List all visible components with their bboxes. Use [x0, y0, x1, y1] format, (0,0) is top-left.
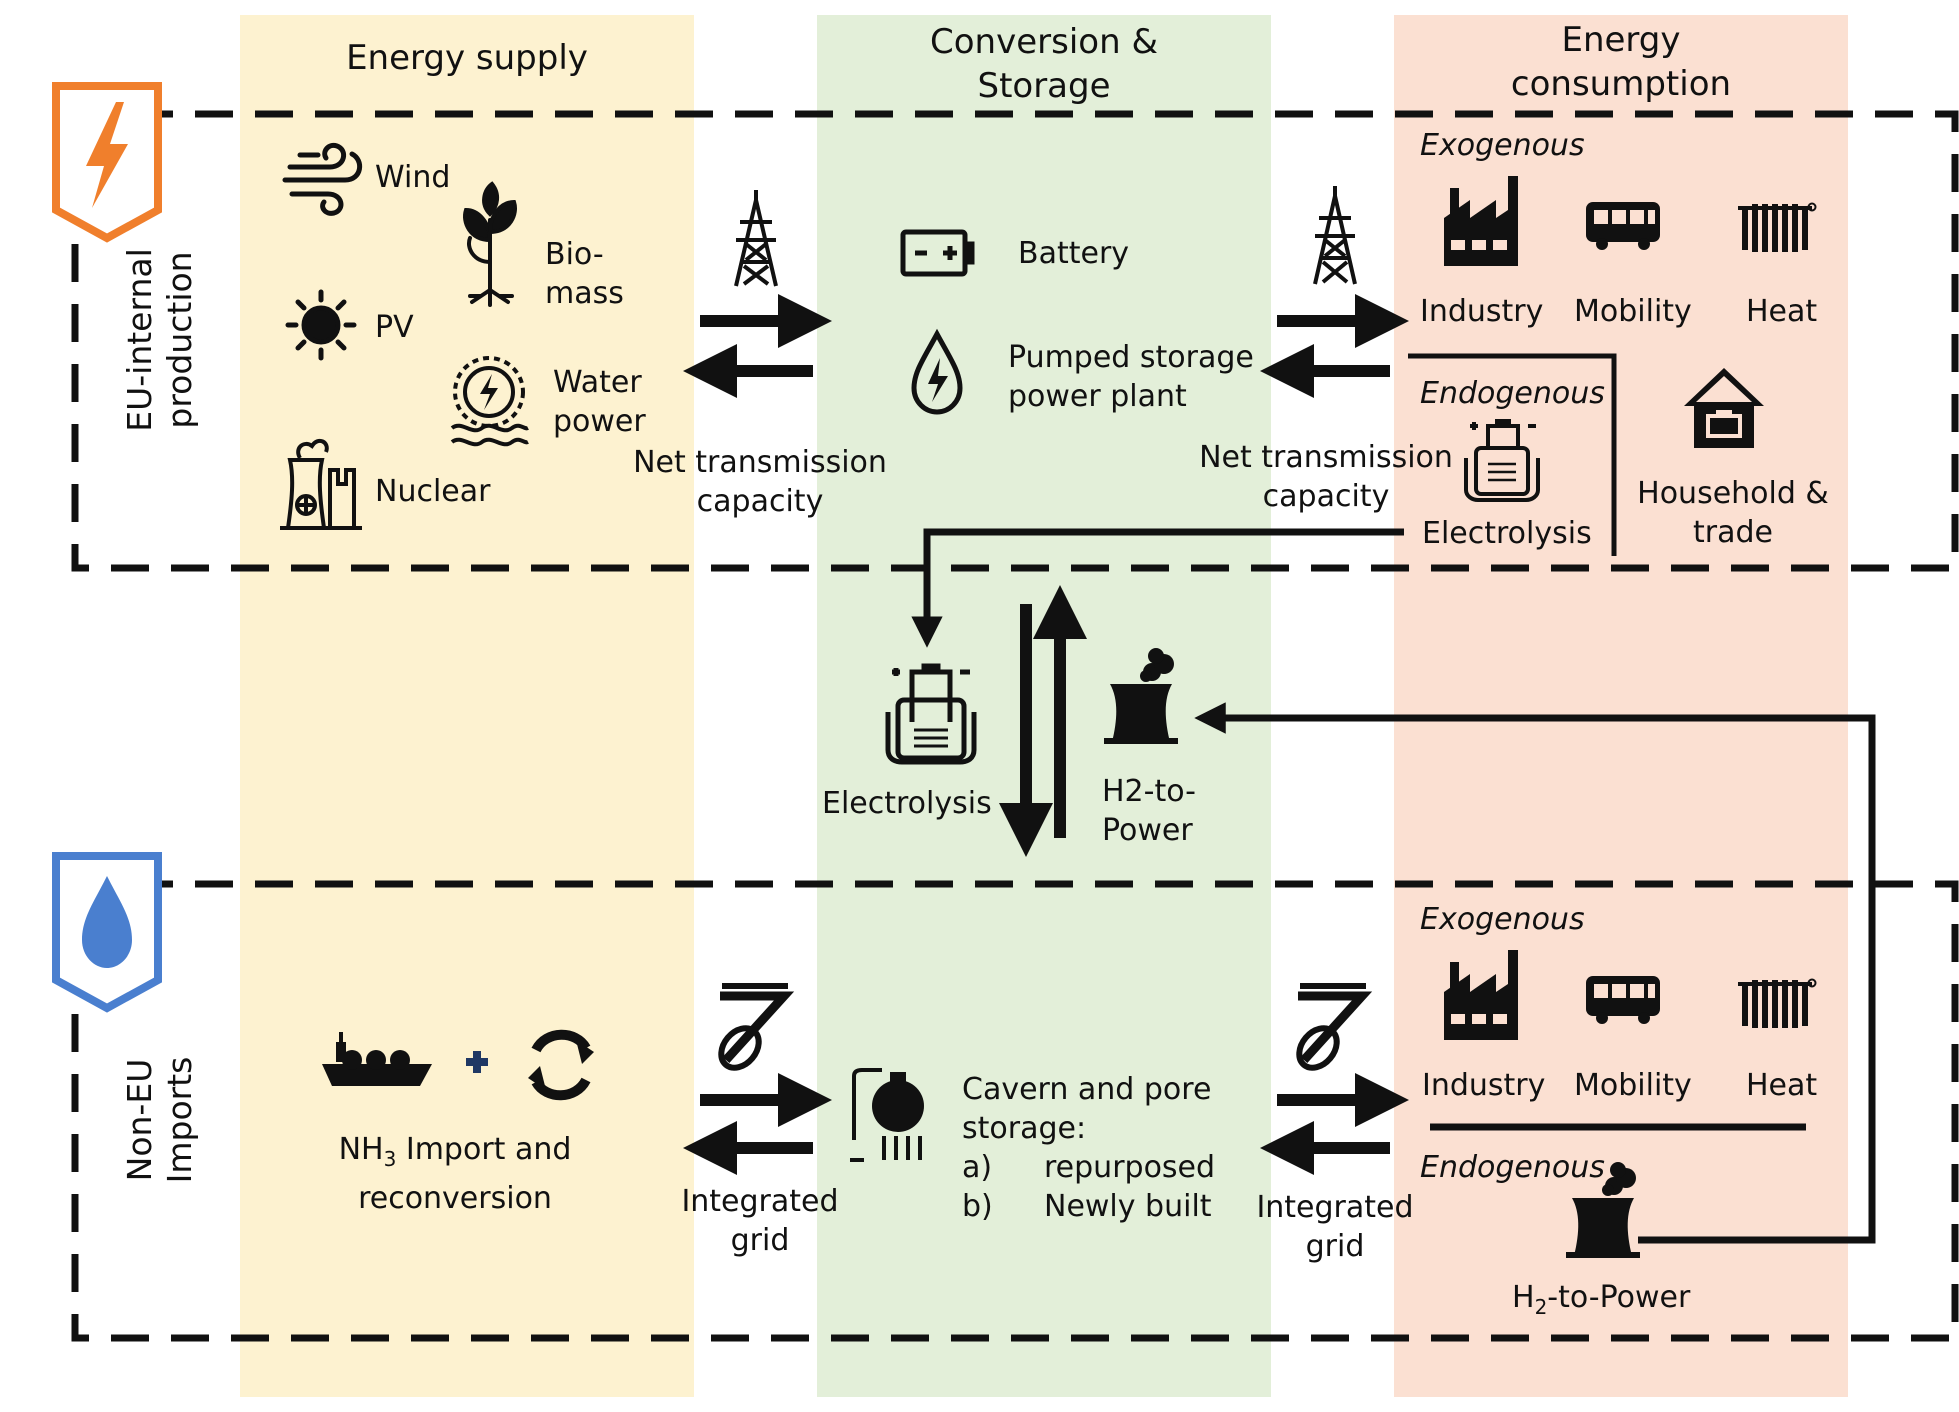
radiator-icon	[1738, 202, 1817, 252]
label-heat-non-eu: Heat	[1746, 1068, 1818, 1103]
transmission-tower-icon	[1313, 186, 1357, 285]
label-wind: Wind	[375, 160, 451, 195]
column-header-conversion: Conversion &Storage	[930, 22, 1158, 106]
wind-icon	[282, 142, 363, 216]
eu-region-box	[71, 110, 1959, 572]
pipeline-icon	[718, 983, 795, 1071]
column-header-supply: Energy supply	[346, 38, 588, 78]
label-electrolysis-eu: Electrolysis	[1422, 516, 1592, 551]
water-turbine-icon	[450, 356, 529, 447]
cooling-tower-icon	[1566, 1162, 1640, 1258]
cavern-item-a: a)repurposed	[962, 1150, 1216, 1185]
electrolyzer-icon	[1464, 419, 1540, 502]
factory-icon	[1444, 950, 1518, 1040]
factory-icon	[1444, 176, 1518, 266]
pipeline-icon	[1296, 983, 1373, 1071]
radiator-icon	[1738, 978, 1817, 1028]
label-h2-to-power-center: H2-to-Power	[1102, 774, 1196, 848]
label-mobility-non-eu: Mobility	[1574, 1068, 1692, 1103]
cavern-item-b: b)Newly built	[962, 1189, 1212, 1224]
non-eu-region-box	[71, 880, 1959, 1342]
label-industry-eu: Industry	[1420, 294, 1544, 329]
water-drop-bolt-icon	[911, 328, 963, 415]
label-household-trade: Household &trade	[1637, 476, 1829, 550]
label-biomass: Bio-mass	[545, 237, 624, 311]
electrolysis-link-arrow	[911, 528, 1404, 648]
nuclear-plant-icon	[280, 438, 362, 530]
ntc-left-arrows	[683, 294, 832, 398]
label-endogenous-eu: Endogenous	[1420, 376, 1605, 411]
label-electrolysis-center: Electrolysis	[822, 786, 992, 821]
recycle-arrows-icon	[528, 1029, 594, 1101]
label-nh3-import: NH3 Import and reconversion	[338, 1132, 572, 1216]
bus-icon	[1586, 202, 1660, 250]
vertical-arrows	[999, 585, 1087, 857]
label-exogenous-non-eu: Exogenous	[1420, 902, 1585, 937]
label-pv: PV	[375, 310, 414, 345]
label-endogenous-non-eu: Endogenous	[1420, 1150, 1605, 1185]
house-icon	[1684, 368, 1764, 448]
water-drop-shield-icon	[52, 852, 162, 1013]
bus-icon	[1586, 976, 1660, 1024]
label-industry-non-eu: Industry	[1422, 1068, 1546, 1103]
label-h2-to-power-non-eu: H2-to-Power	[1512, 1280, 1691, 1319]
label-battery: Battery	[1018, 236, 1130, 271]
transmission-tower-icon	[734, 190, 778, 287]
tanker-ship-icon	[322, 1032, 432, 1086]
sun-icon	[285, 289, 357, 361]
label-nuclear: Nuclear	[375, 474, 491, 509]
label-heat-eu: Heat	[1746, 294, 1818, 329]
battery-icon	[900, 229, 975, 277]
grid-left-arrows	[683, 1073, 832, 1175]
grid-right-arrows	[1260, 1073, 1409, 1175]
electrolyzer-icon	[885, 663, 977, 765]
label-exogenous-eu: Exogenous	[1420, 128, 1585, 163]
plant-icon	[463, 181, 517, 307]
endogenous-bracket	[1408, 353, 1617, 556]
ntc-right-arrows	[1260, 294, 1409, 398]
plus-icon	[466, 1051, 488, 1073]
label-cavern-storage: Cavern and pore storage: a)repurposed b)…	[962, 1072, 1216, 1224]
lightning-shield-icon	[52, 82, 162, 243]
cooling-tower-icon	[1104, 648, 1178, 744]
label-mobility-eu: Mobility	[1574, 294, 1692, 329]
gas-storage-icon	[850, 1068, 924, 1162]
h2-power-loop-arrow	[1194, 702, 1876, 1244]
